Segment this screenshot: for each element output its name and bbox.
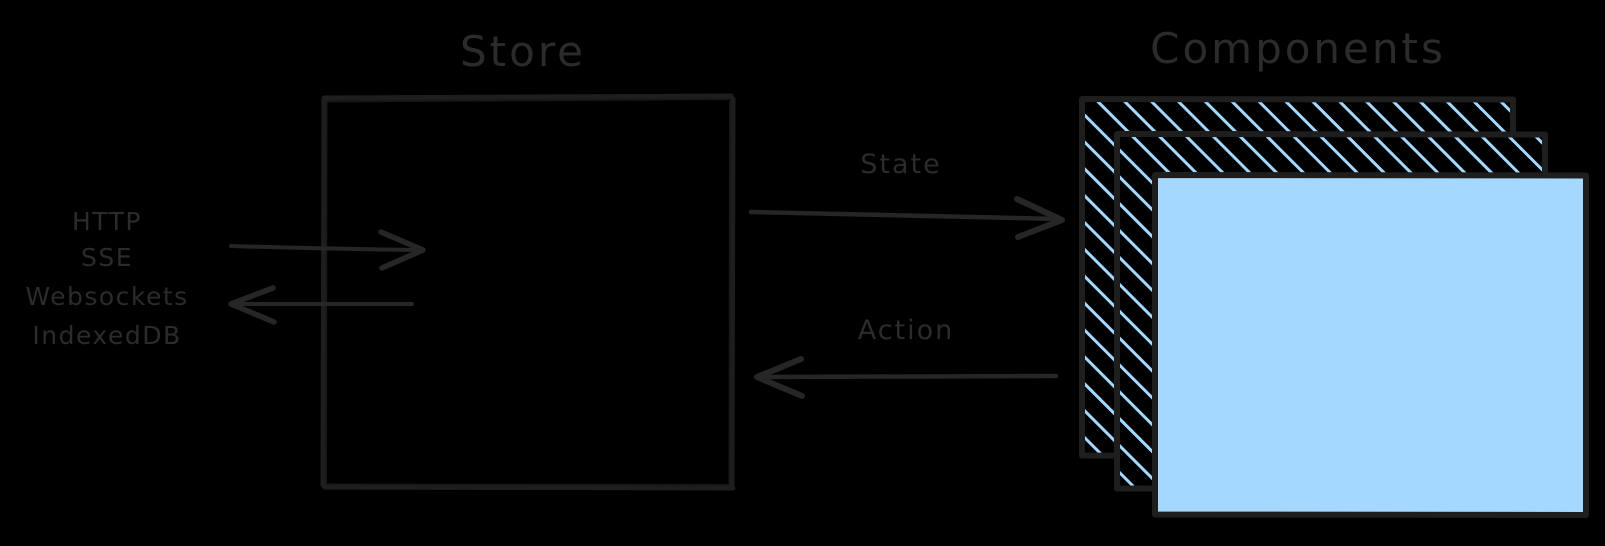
action-edge-label: Action bbox=[857, 315, 955, 346]
components-title: Components bbox=[1150, 24, 1446, 73]
source-label-websockets: Websockets bbox=[25, 282, 189, 311]
edge-action-arrow bbox=[754, 356, 1059, 399]
state-edge-label: State bbox=[860, 149, 942, 180]
edge-state-arrow bbox=[748, 196, 1065, 240]
store-box bbox=[320, 93, 736, 491]
source-label-sse: SSE bbox=[80, 243, 134, 272]
source-label-indexeddb: IndexedDB bbox=[32, 321, 182, 350]
component-card-front bbox=[1152, 172, 1589, 518]
edge-source-in-arrow bbox=[229, 229, 426, 271]
source-label-http: HTTP bbox=[72, 207, 142, 236]
store-title: Store bbox=[459, 27, 587, 76]
edge-source-out-arrow bbox=[228, 285, 414, 325]
